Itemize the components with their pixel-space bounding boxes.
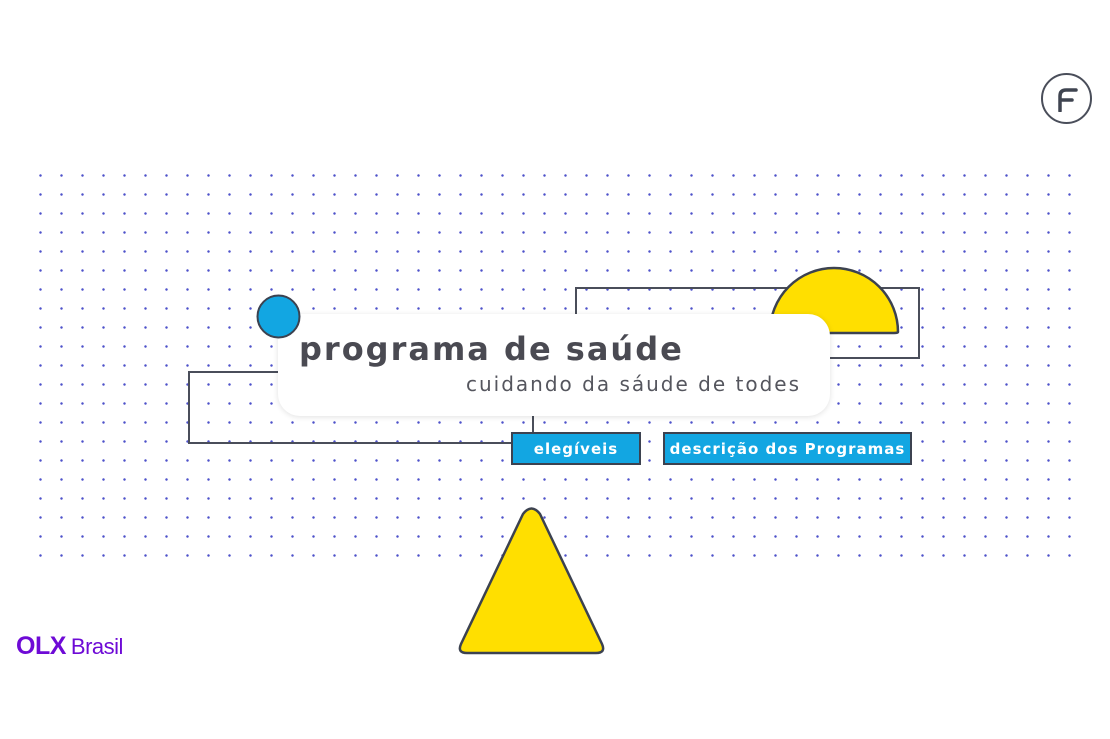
title-card — [278, 314, 830, 416]
page-title: programa de saúde — [299, 330, 684, 368]
elegiveis-button-label: elegíveis — [533, 439, 619, 458]
blue-circle-shape — [256, 294, 301, 339]
elegiveis-button[interactable]: elegíveis — [511, 432, 641, 465]
descricao-programas-button[interactable]: descrição dos Programas — [663, 432, 912, 465]
letter-f-circle-icon[interactable] — [1041, 73, 1092, 124]
olx-logo-mark: OLX — [16, 632, 66, 660]
yellow-triangle-shape — [458, 507, 605, 655]
descricao-programas-button-label: descrição dos Programas — [669, 439, 906, 458]
olx-logo-word: Brasil — [70, 634, 124, 659]
page-subtitle: cuidando da sáude de todes — [466, 372, 802, 396]
olx-brasil-logo: OLX Brasil — [16, 632, 123, 661]
letter-f-glyph-icon — [1057, 87, 1078, 112]
